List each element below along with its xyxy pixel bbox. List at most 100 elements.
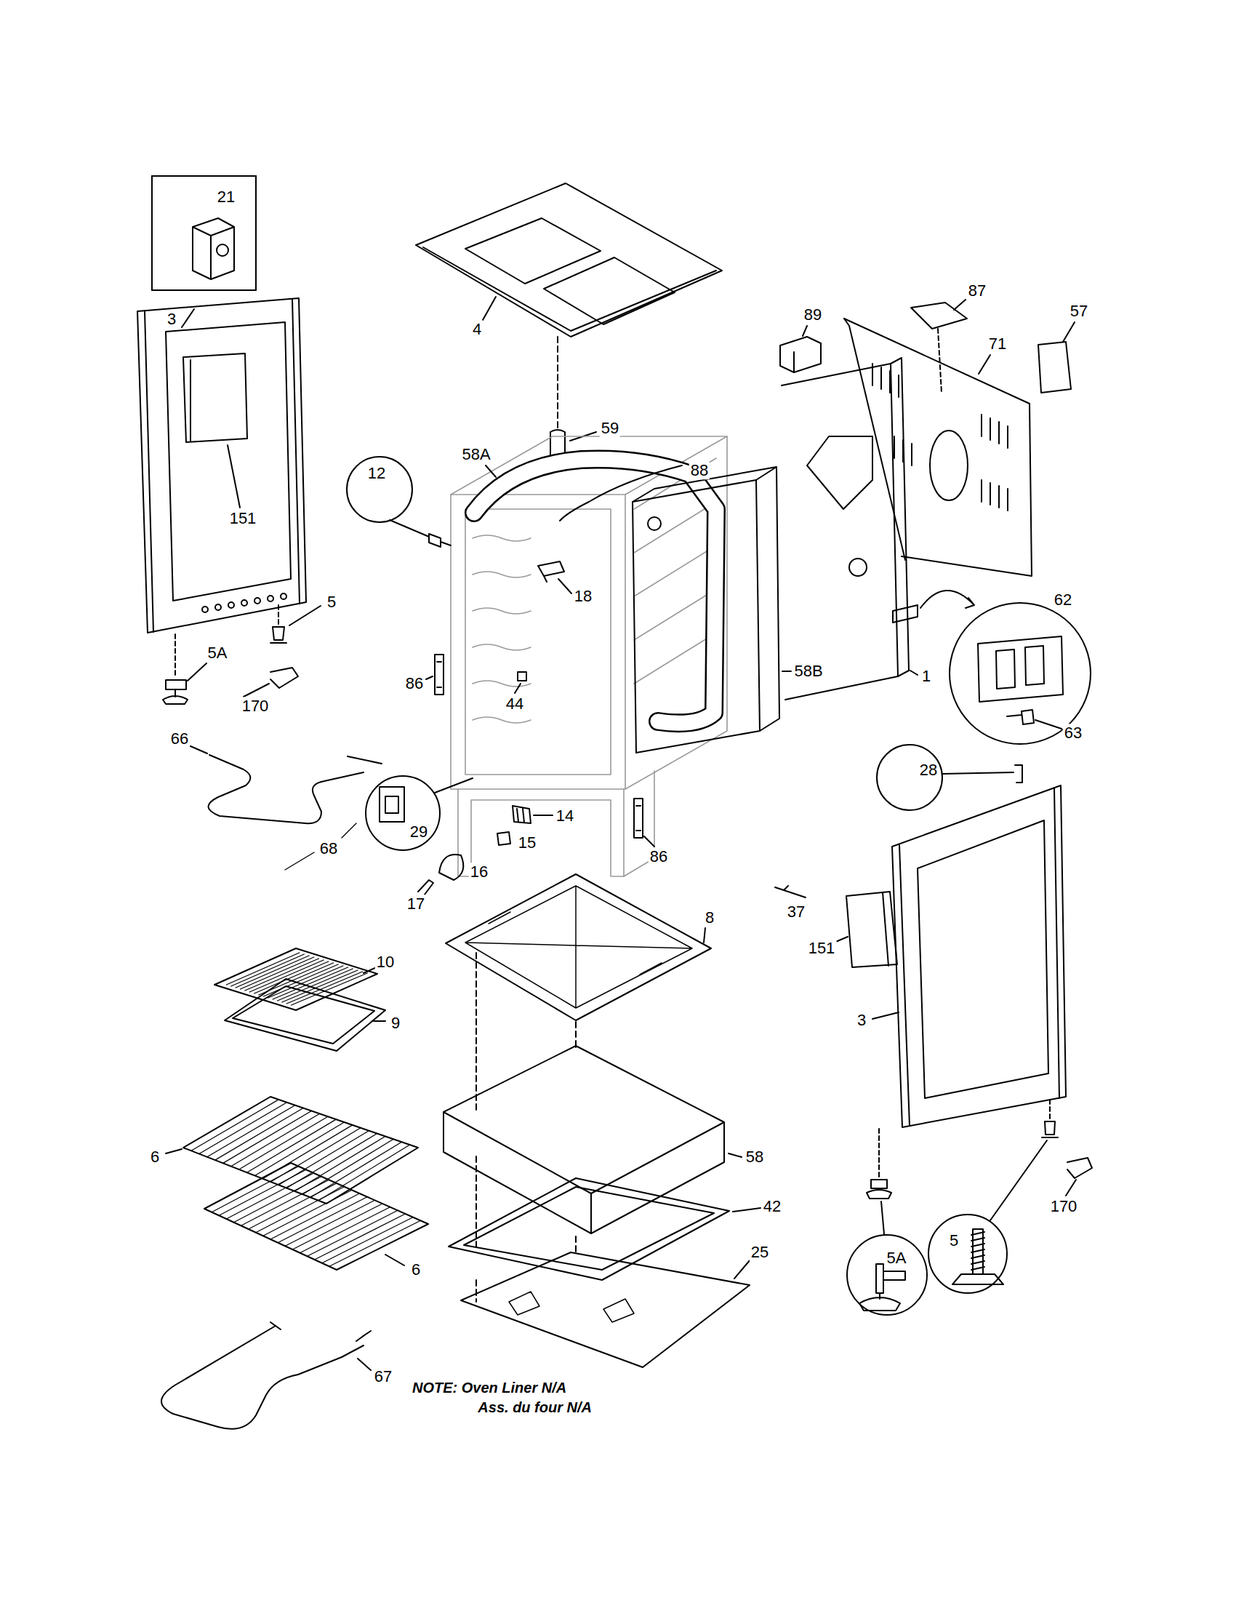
callout-number: 5 <box>325 592 338 611</box>
callout-number: 12 <box>366 463 387 483</box>
sensor-part <box>517 671 527 681</box>
callout-number: 14 <box>554 806 576 825</box>
wire-line <box>211 1166 299 1213</box>
door-holes <box>202 593 287 613</box>
bulb-part <box>497 831 511 845</box>
wire-line <box>215 1108 304 1161</box>
leveler-part <box>270 626 287 643</box>
wire-line <box>318 1144 411 1201</box>
door-window <box>917 820 1049 1098</box>
wire-line <box>292 1203 383 1250</box>
detail-circle: 28 <box>876 743 943 811</box>
panel-hole <box>849 558 867 576</box>
bracket-part <box>633 798 643 838</box>
wire-line <box>268 965 344 998</box>
bracket-part <box>538 561 565 582</box>
insulation-wrap <box>474 458 717 723</box>
callout-number: 170 <box>240 696 271 715</box>
wire-line <box>231 1113 320 1166</box>
panel-hole <box>647 516 661 531</box>
clip-part <box>418 879 434 895</box>
rear-cover <box>844 318 1032 576</box>
wire-line <box>226 1172 314 1219</box>
wire-line <box>255 1186 345 1233</box>
wire-line <box>249 959 324 992</box>
callout-number: 59 <box>599 418 621 437</box>
leader-line <box>802 325 808 336</box>
bottom-panel-detail <box>465 885 693 1008</box>
leader-line <box>732 1207 761 1212</box>
wire-line <box>307 1209 398 1256</box>
wire-part <box>775 885 806 898</box>
door-panel <box>846 891 898 967</box>
callout-number: 5 <box>948 1230 960 1250</box>
top-recess <box>543 257 675 325</box>
callout-number: 89 <box>802 305 824 324</box>
wire-line <box>239 1116 328 1170</box>
wire-line <box>285 1199 375 1246</box>
broil-element <box>207 754 382 824</box>
panel-cutout <box>807 436 873 509</box>
bake-element <box>161 1321 371 1429</box>
wire-line <box>291 972 368 1005</box>
leader-line <box>373 1020 386 1022</box>
callout-number: 6 <box>149 1147 161 1166</box>
dash-line <box>937 328 942 393</box>
leader-line <box>881 1201 885 1234</box>
leader-line <box>357 1358 371 1370</box>
dash-line <box>1049 1099 1051 1120</box>
block-part <box>192 218 235 280</box>
wire-line <box>262 1124 352 1179</box>
leader-line <box>485 465 496 477</box>
leader-line <box>703 927 706 943</box>
vent-slots <box>872 363 1008 511</box>
leader-line <box>990 1140 1047 1221</box>
bracket-part <box>1067 1157 1093 1178</box>
leader-line <box>910 670 918 675</box>
dash-line <box>174 633 176 677</box>
callout-number: 3 <box>855 1010 868 1029</box>
leader-line <box>482 296 496 320</box>
insulation-wrap <box>474 458 717 723</box>
leveler-bracket <box>859 1263 906 1311</box>
wire-line <box>233 1176 322 1223</box>
leader-line <box>1062 322 1075 342</box>
callout-number: 5A <box>206 643 230 662</box>
wire-line <box>310 1141 402 1197</box>
wire-line <box>263 1189 352 1236</box>
wire-line <box>258 962 334 995</box>
callout-number: 57 <box>1068 301 1090 320</box>
bottom-panel <box>445 873 712 1021</box>
oven-cavity <box>450 436 728 877</box>
wire-line <box>277 1196 368 1243</box>
wire-line <box>231 953 305 986</box>
leader-line <box>558 578 572 594</box>
callout-number: 58 <box>744 1147 765 1166</box>
bottom-frame <box>448 1177 730 1280</box>
callout-number: 58B <box>792 661 824 680</box>
switch-part <box>428 533 451 547</box>
callout-number: 25 <box>749 1242 770 1261</box>
door-edge <box>899 787 1060 1126</box>
top-recess <box>465 218 601 284</box>
callout-number: 15 <box>516 833 538 852</box>
bracket-part <box>780 336 821 373</box>
callout-number: 170 <box>1049 1196 1079 1215</box>
wire-line <box>235 955 309 988</box>
callout-number: 10 <box>375 952 396 971</box>
pointer-arrow <box>920 590 975 608</box>
leader-line <box>728 1153 742 1157</box>
screw-part <box>1006 709 1034 725</box>
wire-line <box>247 1118 337 1173</box>
dash-line <box>476 1043 576 1251</box>
leader-line <box>942 764 1023 783</box>
grill-slots <box>226 952 368 1005</box>
detail-box: 21 <box>151 175 257 291</box>
wire-line <box>302 1138 394 1194</box>
callout-number: 18 <box>572 586 594 605</box>
callout-number: 67 <box>372 1366 394 1386</box>
leader-line <box>227 444 240 508</box>
wire-line <box>277 968 354 1001</box>
